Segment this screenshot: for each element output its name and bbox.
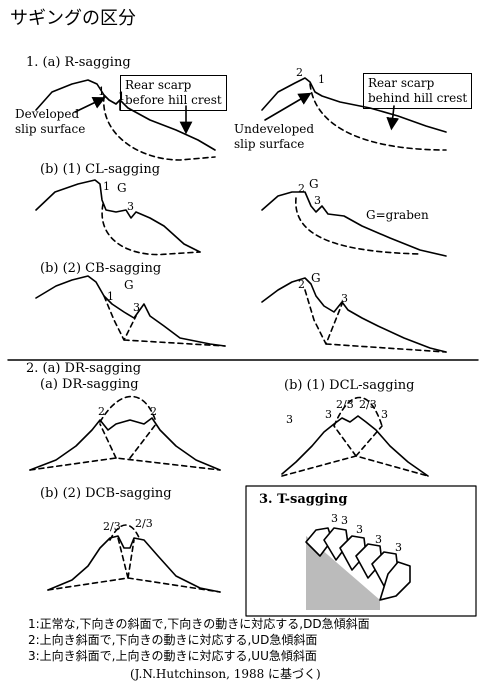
label-3: 3 (341, 292, 348, 305)
label-1: 1 (103, 180, 110, 193)
label-1: 1 (118, 90, 125, 103)
dcb-sagging-profile (47, 535, 221, 593)
t-sagging-box (245, 485, 477, 617)
graben-label: G (309, 177, 319, 191)
label-3: 3 (286, 413, 293, 426)
legend-item-1: 1:正常な,下向きの斜面で,下向きの動きに対応する,DD急傾斜面 (28, 617, 370, 631)
developed-slip-label: Developed slip surface (15, 107, 86, 136)
dcl-sagging-slip (281, 396, 429, 477)
graben-label: G (117, 181, 127, 195)
undeveloped-slip-label: Undeveloped slip surface (234, 122, 315, 151)
legend-item-3: 3:上向き斜面で,上向きの動きに対応する,UU急傾斜面 (28, 649, 317, 663)
dcb-sagging-slip (47, 524, 221, 593)
label-3: 3 (314, 194, 321, 207)
cb-sagging-right-profile (261, 277, 447, 353)
cb-sagging-right-slip (304, 289, 447, 353)
label-3: 3 (375, 533, 382, 546)
t-sagging-heading: 3. T-sagging (259, 492, 348, 507)
cl-sagging-left-profile (35, 179, 201, 253)
t-sagging-figure (305, 527, 411, 610)
graben-label: G (124, 278, 134, 292)
label-3: 3 (381, 408, 388, 421)
label-2: 2 (298, 278, 305, 291)
label-2-3: 2/3 (336, 398, 354, 411)
label-3: 3 (127, 200, 134, 213)
dr-sagging-section-heading: 2. (a) DR-sagging (26, 361, 142, 376)
dcl-sagging-heading: (b) (1) DCL-sagging (284, 378, 415, 393)
r-sagging-left-slip (103, 95, 216, 161)
label-3: 3 (331, 512, 338, 525)
graben-label: G (311, 271, 321, 285)
rear-scarp-behind-label: Rear scarp behind hill crest (363, 73, 473, 109)
r-sagging-right-profile (261, 77, 447, 133)
cb-sagging-left-profile (35, 275, 226, 347)
label-2-3: 2/3 (135, 517, 153, 530)
rear-scarp-before-label: Rear scarp before hill crest (120, 75, 227, 111)
label-2: 2 (296, 66, 303, 79)
label-3: 3 (325, 408, 332, 421)
r-sagging-left-profile (35, 79, 216, 151)
citation: (J.N.Hutchinson, 1988 に基づく) (130, 667, 321, 681)
cl-sagging-right-slip (295, 197, 421, 255)
cl-sagging-heading: (b) (1) CL-sagging (40, 162, 161, 177)
label-2: 2 (150, 405, 157, 418)
dr-sagging-heading: (a) DR-sagging (40, 377, 139, 392)
label-2: 2 (298, 182, 305, 195)
r-sagging-heading: 1. (a) R-sagging (26, 55, 131, 70)
page-title: サギングの区分 (10, 8, 136, 29)
label-3: 3 (133, 301, 140, 314)
label-2-3: 2/3 (103, 520, 121, 533)
cb-sagging-left-slip (103, 295, 226, 347)
label-3: 3 (356, 523, 363, 536)
label-3: 3 (341, 514, 348, 527)
dr-sagging-slip (29, 395, 221, 471)
r-sagging-right-slip (309, 83, 447, 151)
label-1: 1 (318, 73, 325, 86)
label-1: 1 (107, 290, 114, 303)
label-2-3: 2/3 (359, 398, 377, 411)
dcb-sagging-heading: (b) (2) DCB-sagging (40, 486, 172, 501)
label-3: 3 (395, 541, 402, 554)
label-2: 2 (98, 405, 105, 418)
legend-item-2: 2:上向き斜面で,下向きの動きに対応する,UD急傾斜面 (28, 633, 318, 647)
dr-sagging-profile (29, 417, 221, 471)
cl-sagging-right-profile (261, 191, 447, 257)
cb-sagging-heading: (b) (2) CB-sagging (40, 261, 162, 276)
graben-note: G=graben (366, 208, 429, 222)
cl-sagging-left-slip (101, 203, 201, 256)
dcl-sagging-profile (281, 415, 429, 477)
